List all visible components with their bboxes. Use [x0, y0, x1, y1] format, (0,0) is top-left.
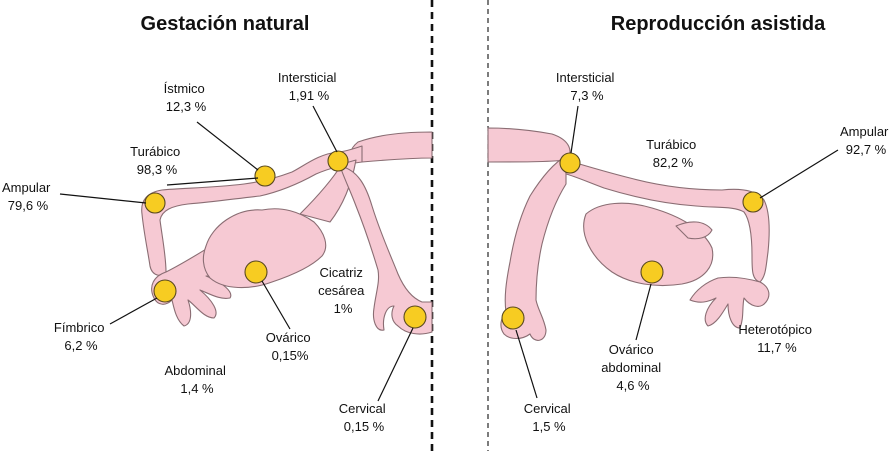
left-cervix — [339, 165, 433, 335]
title-natural: Gestación natural — [141, 13, 310, 35]
label-intersticial-left: Intersticial 1,91 % — [278, 70, 340, 103]
label-ampular-right: Ampular 92,7 % — [840, 124, 892, 157]
label-cervical-right: Cervical 1,5 % — [524, 401, 575, 434]
label-cicatriz-cesarea: Cicatriz cesárea 1% — [318, 265, 368, 316]
left-spot-ampular — [144, 192, 166, 214]
left-spot-fimbrico — [153, 279, 177, 303]
right-uterus — [487, 127, 571, 163]
right-spot-intersticial — [559, 152, 581, 174]
left-ligament — [299, 159, 357, 223]
label-heterotopico: Heterotópico 11,7 % — [738, 322, 815, 355]
title-assisted: Reproducción asistida — [611, 13, 826, 35]
label-cervical-left: Cervical 0,15 % — [339, 401, 390, 434]
label-istmico: Ístmico 12,3 % — [164, 81, 209, 114]
right-reproductive-organs — [487, 127, 770, 341]
right-labels: Intersticial 7,3 % Turábico 82,2 % Ampul… — [524, 70, 892, 434]
left-fallopian-tube — [141, 145, 363, 276]
left-leader-lines — [59, 105, 414, 402]
left-spot-intersticial — [327, 150, 349, 172]
label-intersticial-right: Intersticial 7,3 % — [556, 70, 618, 103]
label-turabico-right: Turábico 82,2 % — [646, 137, 700, 170]
left-reproductive-organs — [141, 131, 433, 335]
label-ovarico-abdominal: Ovárico abdominal 4,6 % — [601, 342, 665, 393]
left-implant-sites — [144, 150, 427, 329]
right-spot-cervical — [501, 306, 525, 330]
right-ligament — [675, 221, 713, 240]
left-ovary — [202, 208, 327, 289]
label-ampular-left: Ampular 79,6 % — [2, 180, 54, 213]
label-fimbrico: Fímbrico 6,2 % — [54, 320, 108, 353]
left-spot-ovarico — [244, 260, 268, 284]
label-ovarico-left: Ovárico 0,15% — [266, 330, 314, 363]
right-leader-lines — [515, 105, 839, 399]
left-spot-istmico — [254, 165, 276, 187]
right-fimbriae — [689, 276, 770, 329]
right-spot-ampular — [742, 191, 764, 213]
left-labels: Ístmico 12,3 % Intersticial 1,91 % Turáb… — [2, 70, 390, 434]
left-uterus — [350, 131, 433, 163]
left-spot-cervical — [403, 305, 427, 329]
label-abdominal: Abdominal 1,4 % — [164, 363, 229, 396]
right-implant-sites — [501, 152, 764, 330]
right-spot-ovarico-abdominal — [640, 260, 664, 284]
label-turabico-left: Turábico 98,3 % — [130, 144, 184, 177]
